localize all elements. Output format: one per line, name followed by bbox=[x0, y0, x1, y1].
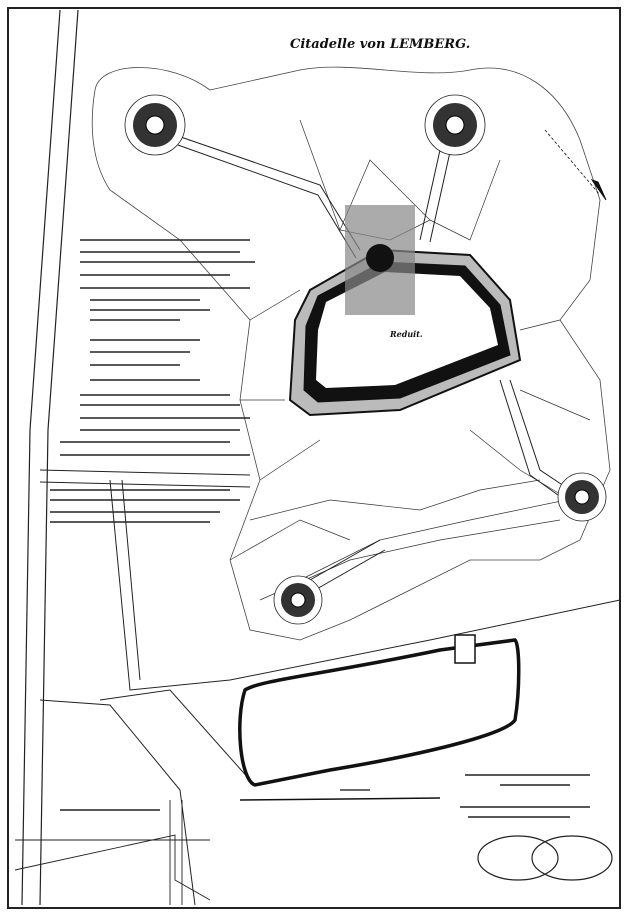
lower-plan-lines bbox=[39, 479, 621, 906]
signature-notes bbox=[460, 774, 590, 818]
tower-ne bbox=[424, 94, 486, 156]
tower-sw bbox=[273, 575, 323, 625]
north-arrow-icon bbox=[544, 129, 607, 201]
road bbox=[21, 9, 79, 906]
map-title: Citadelle von LEMBERG. bbox=[290, 37, 470, 52]
connecting-galleries bbox=[39, 134, 571, 591]
legend-block bbox=[50, 239, 255, 523]
tower-nw bbox=[124, 94, 186, 156]
scale-bar bbox=[239, 789, 441, 801]
pond bbox=[238, 638, 521, 787]
profile-section bbox=[14, 800, 211, 905]
tower-e bbox=[557, 472, 607, 522]
central-tower bbox=[366, 244, 394, 272]
small-building bbox=[454, 634, 476, 664]
archive-stamp bbox=[477, 835, 613, 881]
glacis-contour bbox=[91, 66, 611, 641]
label-reduit: Reduit. bbox=[389, 329, 423, 339]
